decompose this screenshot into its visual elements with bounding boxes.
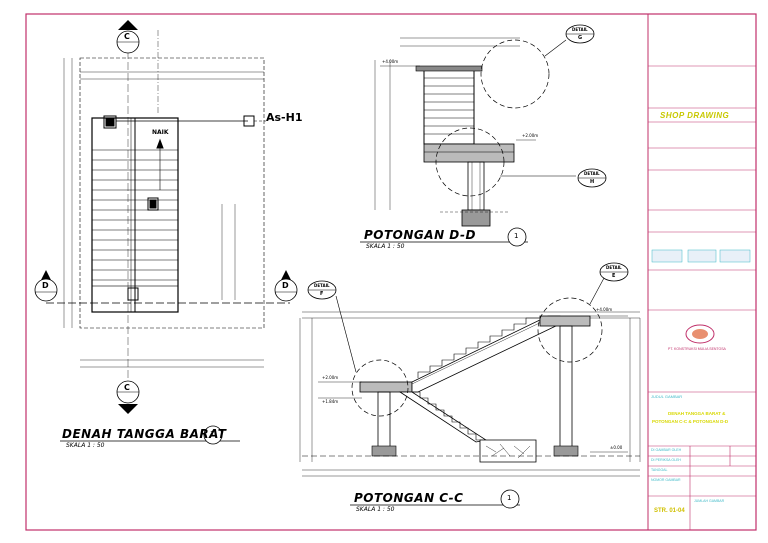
section-dd-number-bubble (507, 227, 527, 247)
plan-view (46, 30, 290, 390)
logo-consultant (687, 249, 717, 263)
plan-scale: SKALA 1 : 50 (66, 442, 105, 449)
section-dd-number: 1 (514, 232, 519, 240)
sheet-border (25, 13, 757, 531)
section-dd-view (374, 37, 576, 227)
field-drawn-by: DI GAMBAR OLEH (651, 448, 682, 452)
detail-f-letter: F (320, 291, 324, 297)
detail-f-marker (307, 280, 337, 300)
logo-client (651, 249, 683, 263)
naik-label: NAIK (152, 129, 169, 136)
section-cc-title: POTONGAN C-C (354, 491, 464, 505)
elevation-landing-cc: +2.00m (322, 375, 339, 380)
section-cc-view (299, 277, 641, 477)
field-checked-by: DI PERIKSA OLEH (651, 458, 681, 462)
contractor-name: PT. KONSTRUKSI MULIA SENTOSA (668, 347, 726, 351)
detail-h-letter: H (590, 179, 595, 185)
elevation-top-cc: +4.00m (596, 307, 613, 312)
detail-h-label: DETAIL (584, 171, 600, 176)
drawing-title-line1: DENAH TANGGA BARAT & (668, 411, 726, 416)
plan-number: 1 (210, 430, 215, 438)
field-date: TANGGAL (651, 468, 668, 472)
section-cc-number-bubble (500, 489, 520, 509)
detail-g-label: DETAIL (572, 27, 588, 32)
detail-h-marker (577, 168, 607, 188)
detail-g-marker (565, 24, 595, 44)
elevation-mid-cc: +1.84m (322, 399, 339, 404)
section-marker-d-right (274, 270, 298, 302)
field-drawing-title: JUDUL GAMBAR (651, 394, 683, 399)
shop-drawing-label: SHOP DRAWING (660, 111, 730, 120)
section-c-bottom-letter: C (124, 383, 130, 392)
logo-contractor-small (719, 249, 751, 263)
detail-g-letter: G (578, 35, 583, 41)
section-marker-d-left (34, 270, 58, 302)
section-marker-c-bottom (116, 380, 140, 414)
plan-number-bubble (203, 425, 223, 445)
section-dd-scale: SKALA 1 : 50 (366, 243, 405, 250)
grid-label-h1: As-H1 (266, 111, 303, 124)
section-marker-c-top (116, 20, 140, 54)
title-block (648, 65, 756, 530)
detail-f-label: DETAIL (314, 283, 330, 288)
elevation-ground-cc: ±0.00 (610, 445, 623, 450)
field-drawing-number: NOMOR GAMBAR (651, 478, 681, 482)
drawing-number: STR. 01-04 (654, 508, 685, 514)
elevation-landing-dd: +2.00m (522, 133, 539, 138)
elevation-top-dd: +4.00m (382, 59, 399, 64)
detail-e-marker (599, 262, 629, 282)
detail-e-label: DETAIL (606, 265, 622, 270)
section-c-top-letter: C (124, 32, 130, 41)
section-dd-title: POTONGAN D-D (364, 228, 476, 242)
plan-title: DENAH TANGGA BARAT (62, 427, 227, 441)
section-cc-number: 1 (507, 494, 512, 502)
field-sheet-count: JUMLAH GAMBAR (694, 499, 725, 503)
section-d-right-letter: D (282, 281, 289, 290)
drawing-title-line2: POTONGAN C-C & POTONGAN D-D (652, 419, 729, 424)
section-d-left-letter: D (42, 281, 49, 290)
section-cc-scale: SKALA 1 : 50 (356, 506, 395, 513)
detail-e-letter: E (612, 273, 616, 279)
